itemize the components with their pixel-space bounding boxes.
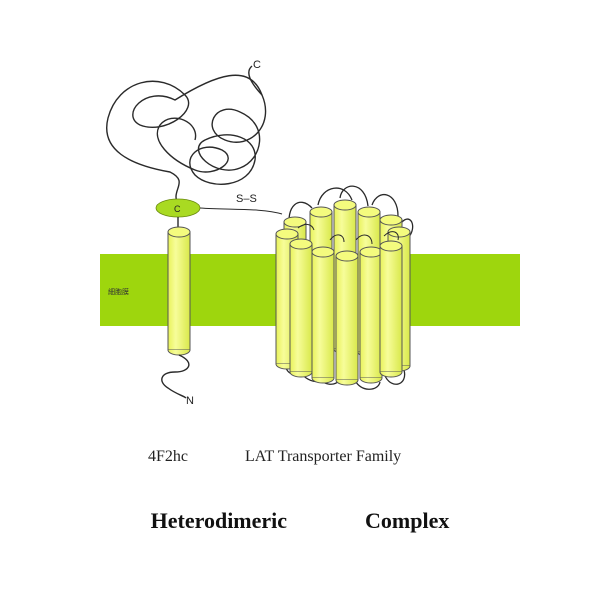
lat-helix-10 <box>335 250 359 386</box>
lat-extracellular-loops <box>288 185 414 241</box>
disulfide-label: S–S <box>236 193 257 205</box>
caption-4f2hc: 4F2hc <box>148 448 188 465</box>
4f2hc-n-terminal-tail <box>161 354 190 399</box>
4f2hc-chain-tail <box>248 65 263 96</box>
4f2hc-helix <box>167 226 191 356</box>
caption-lat-family: LAT Transporter Family <box>245 448 402 465</box>
lat-helix-9 <box>311 246 335 384</box>
n-terminus-label: N <box>186 395 194 407</box>
c-terminus-label-top: C <box>253 59 261 71</box>
diagram-title: Heterodimeric Complex <box>150 508 450 533</box>
lat-top-connectors <box>297 223 399 245</box>
disulfide-connector <box>199 207 283 215</box>
lat-helix-12 <box>379 240 403 378</box>
lat-helix-bundle <box>275 199 411 386</box>
lat-helix-8 <box>289 238 313 378</box>
membrane-label: 細胞膜 <box>108 287 129 296</box>
4f2hc-extracellular-chain <box>106 74 267 205</box>
lat-helix-11 <box>359 246 383 384</box>
c-disk-label: C <box>174 204 181 214</box>
